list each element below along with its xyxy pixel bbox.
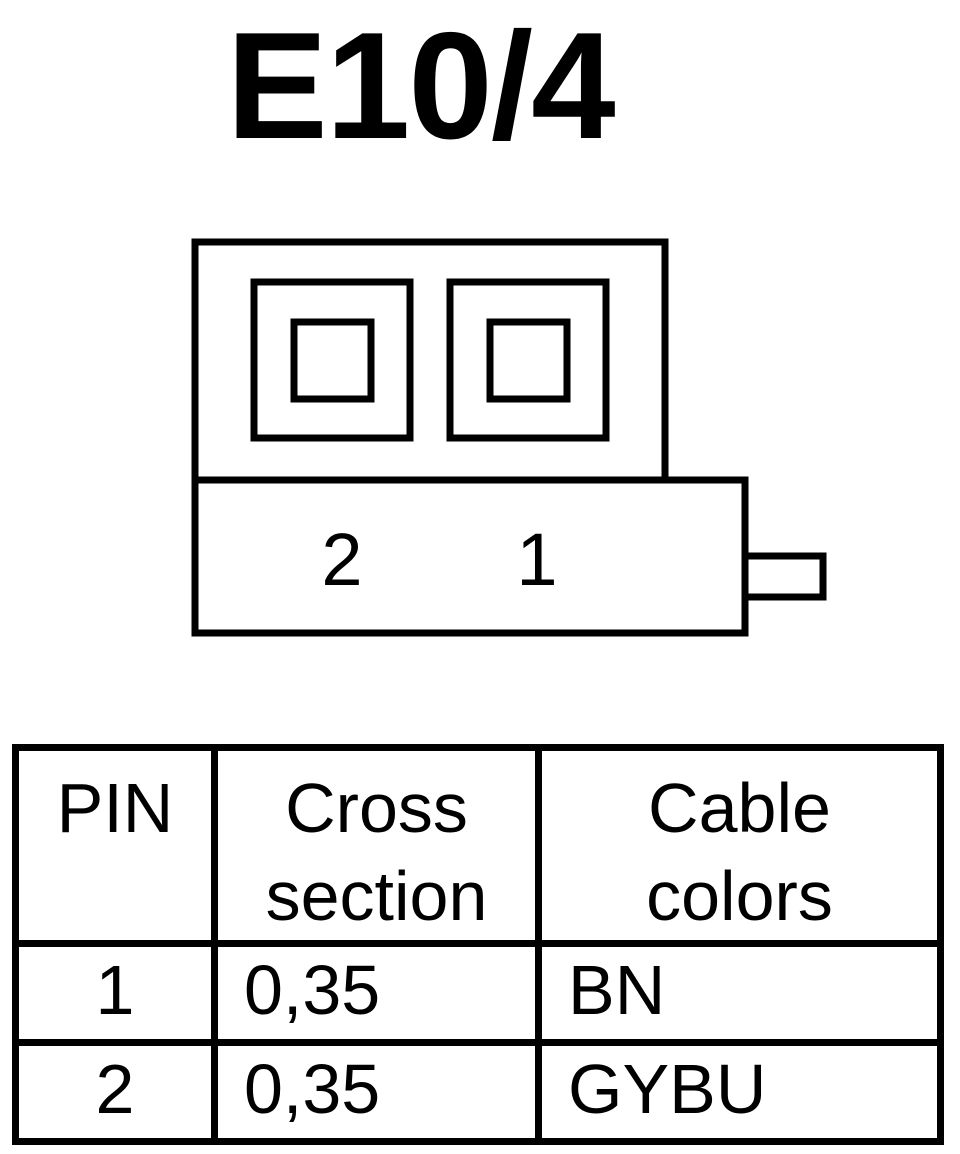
row-cable-color: GYBU bbox=[535, 1039, 944, 1145]
header-cable-colors-line-2: colors bbox=[646, 856, 833, 935]
connector-title: E10/4 bbox=[226, 1, 615, 171]
header-cable-colors: Cable colors bbox=[535, 744, 944, 947]
row-cross-section: 0,35 bbox=[211, 940, 542, 1046]
table-header-row: PIN Cross section Cable colors bbox=[12, 744, 944, 947]
latch-tab bbox=[745, 552, 827, 601]
header-cross-section-line-2: section bbox=[265, 856, 488, 935]
pin-2-contact bbox=[290, 318, 375, 403]
header-cross-section-line-1: Cross bbox=[285, 769, 468, 847]
table-row: 1 0,35 BN bbox=[12, 940, 944, 1046]
connector-diagram: 2 1 bbox=[191, 238, 827, 637]
header-cable-colors-line-1: Cable bbox=[648, 769, 831, 847]
pin-1-label: 1 bbox=[516, 518, 557, 601]
row-pin: 1 bbox=[12, 940, 218, 1046]
pin-1-contact bbox=[486, 318, 571, 403]
pin-2-label: 2 bbox=[321, 518, 362, 601]
table-row: 2 0,35 GYBU bbox=[12, 1039, 944, 1145]
connector-housing bbox=[191, 238, 749, 637]
row-cross-section: 0,35 bbox=[211, 1039, 542, 1145]
row-pin: 2 bbox=[12, 1039, 218, 1145]
pin-assignment-table: PIN Cross section Cable colors 1 0,35 BN… bbox=[12, 744, 944, 1145]
header-pin: PIN bbox=[12, 744, 218, 947]
pin-1-cavity bbox=[446, 278, 610, 442]
row-cable-color: BN bbox=[535, 940, 944, 1046]
header-cross-section: Cross section bbox=[211, 744, 542, 947]
pin-2-cavity bbox=[250, 278, 414, 442]
